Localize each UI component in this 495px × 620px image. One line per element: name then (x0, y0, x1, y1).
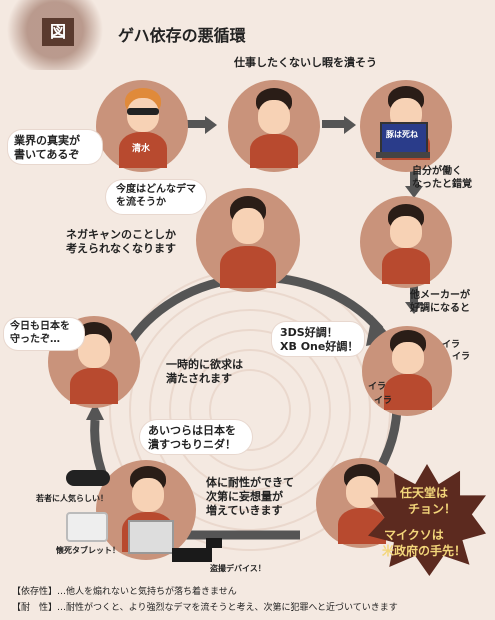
handheld-device (66, 470, 110, 486)
only-negacan-text: ネガキャンのことしか 考えられなくなります (66, 228, 176, 255)
star-line-2: チョン！ (408, 502, 457, 516)
footer-tolerance: 【耐 性】…耐性がつくと、より強烈なデマを流そうと考え、次第に犯罪へと近づいてい… (12, 600, 398, 613)
satisfied-figure (66, 322, 122, 404)
page-title: ゲハ依存の悪循環 (118, 26, 246, 45)
arrow-head-2 (344, 116, 356, 134)
dependency-label: 【依存性】 (12, 587, 58, 597)
idle-figure (246, 88, 302, 168)
toy-tablet-label: 懐死タブレット！ (56, 546, 120, 555)
arrow-head-3 (405, 186, 423, 198)
protected-japan-text: 今日も日本を 守ったぞ… (10, 321, 70, 345)
arrow-head-1 (205, 116, 217, 134)
arrow-shaft-4 (410, 282, 418, 302)
camera-device (206, 538, 222, 548)
figure-label: 図 (42, 18, 74, 46)
ira-label-4: イラ (374, 396, 393, 406)
dependency-text: …他人を煽れないと気持ちが落ち着きません (57, 587, 237, 597)
destroy-japan-bubble (140, 420, 252, 454)
arrow-shaft-2 (322, 120, 344, 128)
ira-label-1: イラ (442, 340, 461, 350)
next-dema-bubble (106, 180, 206, 214)
star-line-4: 米政府の手先！ (382, 544, 467, 558)
tolerance-text: 体に耐性ができて 次第に妄想量が 増えていきます (206, 476, 294, 517)
irritated-figure (380, 330, 436, 410)
tolerance-label: 【耐 性】 (12, 603, 58, 613)
ira-label-2: イラ (452, 352, 471, 362)
spy-device-label: 盗撮デバイス！ (210, 564, 266, 573)
industry-truth-text: 業界の真実が 書いてあるぞ (14, 134, 80, 161)
tolerance-desc: …耐性がつくと、より強烈なデマを流そうと考え、次第に犯罪へと近づいていきます (57, 603, 398, 613)
arrow-head-4 (405, 302, 423, 314)
arrow-shaft-3 (410, 168, 418, 186)
pc-figure: 豚は死ね (376, 86, 434, 168)
pc-monitor-device (128, 520, 174, 554)
star-line-3: マイクソは (384, 528, 444, 542)
tablet-device (66, 512, 108, 542)
destroy-japan-text: あいつらは日本を 潰すつもりニダ！ (148, 424, 236, 451)
others-doing-well-text: 他メーカーが 好調になると (410, 290, 470, 314)
screen-text: 豚は死ね (386, 130, 418, 139)
next-dema-text: 今度はどんなデマ を流そうか (116, 184, 196, 208)
popular-youth-label: 若者に人気らしい！ (36, 494, 108, 503)
star-line-1: 任天堂は (400, 486, 449, 500)
laptop-screen (380, 122, 428, 154)
feel-working-text: 自分が働く なったと錯覚 (412, 166, 472, 190)
ds-selling-bubble (272, 322, 364, 356)
shimizu-label: 清水 (132, 144, 151, 154)
no-work-text: 仕事したくないし暇を潰そう (234, 56, 377, 69)
arrow-shaft-1 (185, 120, 205, 128)
protected-japan-bubble (4, 318, 84, 350)
ds-selling-text: 3DS好調！ XB One好調！ (280, 326, 359, 353)
reader-figure: 清水 (115, 88, 171, 168)
desire-satisfied-text: 一時的に欲求は 満たされます (166, 358, 243, 385)
console-device (172, 548, 212, 562)
angry-figure (378, 204, 434, 284)
plotting-figure (218, 196, 278, 288)
footer-dependency: 【依存性】…他人を煽れないと気持ちが落ち着きません (12, 584, 237, 597)
ira-label-3: イラ (368, 382, 387, 392)
industry-truth-bubble (8, 130, 102, 164)
